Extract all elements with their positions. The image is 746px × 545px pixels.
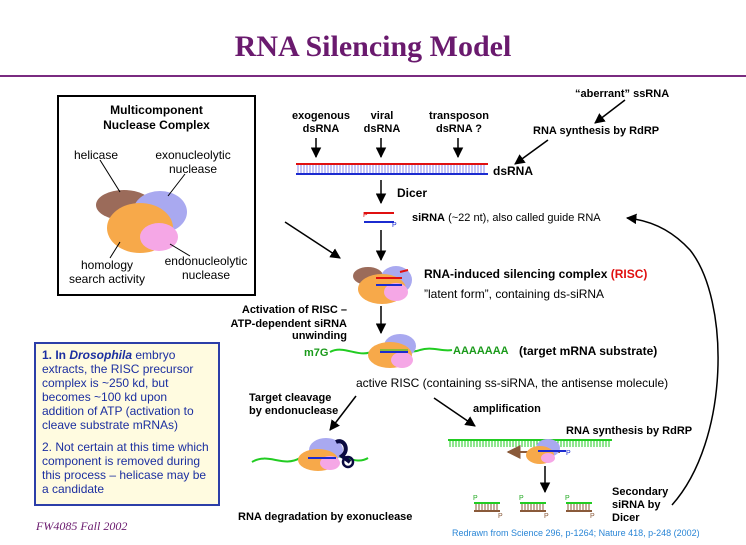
source-exogenous-line2: dsRNA <box>302 123 340 135</box>
secondary-sirnas: P P P P P P <box>473 495 595 520</box>
rdrp-bottom-label: RNA synthesis by RdRP <box>566 425 693 437</box>
helicase-label: helicase <box>74 148 119 162</box>
sirna-label: siRNA (~22 nt), also called guide RNA <box>412 212 601 224</box>
complex-title-line1: Multicomponent <box>110 103 203 117</box>
helicase-pointer <box>99 159 121 193</box>
m7g-cap-label: m7G <box>304 347 329 359</box>
risc-abbrev: (RISC) <box>610 267 648 281</box>
secondary-line2: siRNA by <box>612 499 661 511</box>
polya-tail-label: AAAAAAA <box>453 345 509 357</box>
source-credit: Redrawn from Science 296, p-1264; Nature… <box>452 528 700 538</box>
dicer-label: Dicer <box>397 186 428 200</box>
endo-label-line1: endonucleolytic <box>164 254 248 268</box>
arrow-secondary-feedback <box>625 213 719 506</box>
svg-text:P: P <box>498 513 503 520</box>
secondary-sirna-3: P P <box>565 495 595 520</box>
sirna-bold: siRNA <box>412 212 446 224</box>
page-title: RNA Silencing Model <box>234 30 512 63</box>
secondary-sirna-2: P P <box>519 495 549 520</box>
target-mrna-label: (target mRNA substrate) <box>519 344 658 358</box>
homology-label-line1: homology <box>80 258 134 272</box>
active-risc-label: active RISC (containing ss-siRNA, the an… <box>356 376 669 390</box>
dsrna-duplex <box>296 163 488 175</box>
endonuclease-blob <box>140 223 178 251</box>
svg-text:P: P <box>590 513 595 520</box>
cleavage-line2: by endonuclease <box>249 405 339 417</box>
aberrant-ssrna-label: “aberrant” ssRNA <box>575 88 670 100</box>
risc-label: RNA-induced silencing complex (RISC) <box>424 267 647 281</box>
latent-form-label: ”latent form”, containing ds-siRNA <box>424 287 605 301</box>
active-risc-on-mrna <box>329 334 453 368</box>
cleavage-product <box>251 438 369 471</box>
endo-pointer <box>169 243 191 257</box>
arrow-complex-to-risc <box>284 221 341 259</box>
note-1-italic: Drosophila <box>69 348 133 362</box>
svg-text:P: P <box>473 495 478 502</box>
endo-label-line2: nuclease <box>181 268 231 282</box>
complex-blobs <box>96 159 191 259</box>
sirna-p-antisense: P <box>392 222 397 229</box>
svg-text:P: P <box>544 513 549 520</box>
secondary-sirna-1: P P <box>473 495 503 520</box>
sirna-duplex: P P <box>363 212 397 229</box>
note-1: 1. In Drosophila embryo extracts, the RI… <box>42 348 212 432</box>
exo-pointer <box>167 173 186 197</box>
svg-text:P: P <box>519 495 524 502</box>
homology-label-line2: search activity <box>68 272 146 286</box>
note-1-rest: embryo extracts, the RISC precursor comp… <box>42 348 194 432</box>
source-viral-line1: viral <box>370 110 394 122</box>
note-2: 2. Not certain at this time which compon… <box>42 440 209 496</box>
sirna-rest: (~22 nt), also called guide RNA <box>445 212 601 224</box>
risc-main: RNA-induced silencing complex <box>424 267 611 281</box>
sirna-p-sense: P <box>363 212 368 219</box>
rdrp-top-label: RNA synthesis by RdRP <box>533 125 660 137</box>
degradation-label: RNA degradation by exonuclease <box>238 511 413 523</box>
arrow-rdrp-to-dsrna <box>514 139 549 165</box>
exo-label-line1: exonucleolytic <box>155 148 231 162</box>
cleavage-line1: Target cleavage <box>249 392 332 404</box>
amplification-label: amplification <box>473 403 541 415</box>
exo-label-line2: nuclease <box>168 162 218 176</box>
activation-line1: Activation of RISC – <box>241 304 347 316</box>
latent-risc <box>353 266 412 304</box>
rdrp-synthesis: P <box>448 439 612 464</box>
source-viral-line2: dsRNA <box>363 123 401 135</box>
secondary-line3: Dicer <box>612 512 640 524</box>
arrow-cleavage <box>329 395 357 431</box>
source-transposon-line2: dsRNA ? <box>435 123 483 135</box>
secondary-line1: Secondary <box>612 486 669 498</box>
rdrp-p: P <box>566 450 571 457</box>
title-rule <box>0 75 746 77</box>
notes-box: 1. In Drosophila embryo extracts, the RI… <box>34 342 220 506</box>
complex-title-line2: Nuclease Complex <box>103 118 210 132</box>
source-exogenous-line1: exogenous <box>291 110 351 122</box>
activation-line2: ATP-dependent siRNA unwinding <box>230 318 347 342</box>
dsrna-label: dsRNA <box>493 164 534 178</box>
svg-text:P: P <box>565 495 570 502</box>
arrow-aberrant <box>594 99 626 124</box>
homology-pointer <box>109 241 121 259</box>
arrow-amplification <box>433 397 476 427</box>
source-transposon-line1: transposon <box>429 110 489 122</box>
note-1-prefix: 1. In <box>42 348 70 362</box>
course-footer: FW4085 Fall 2002 <box>36 519 128 533</box>
